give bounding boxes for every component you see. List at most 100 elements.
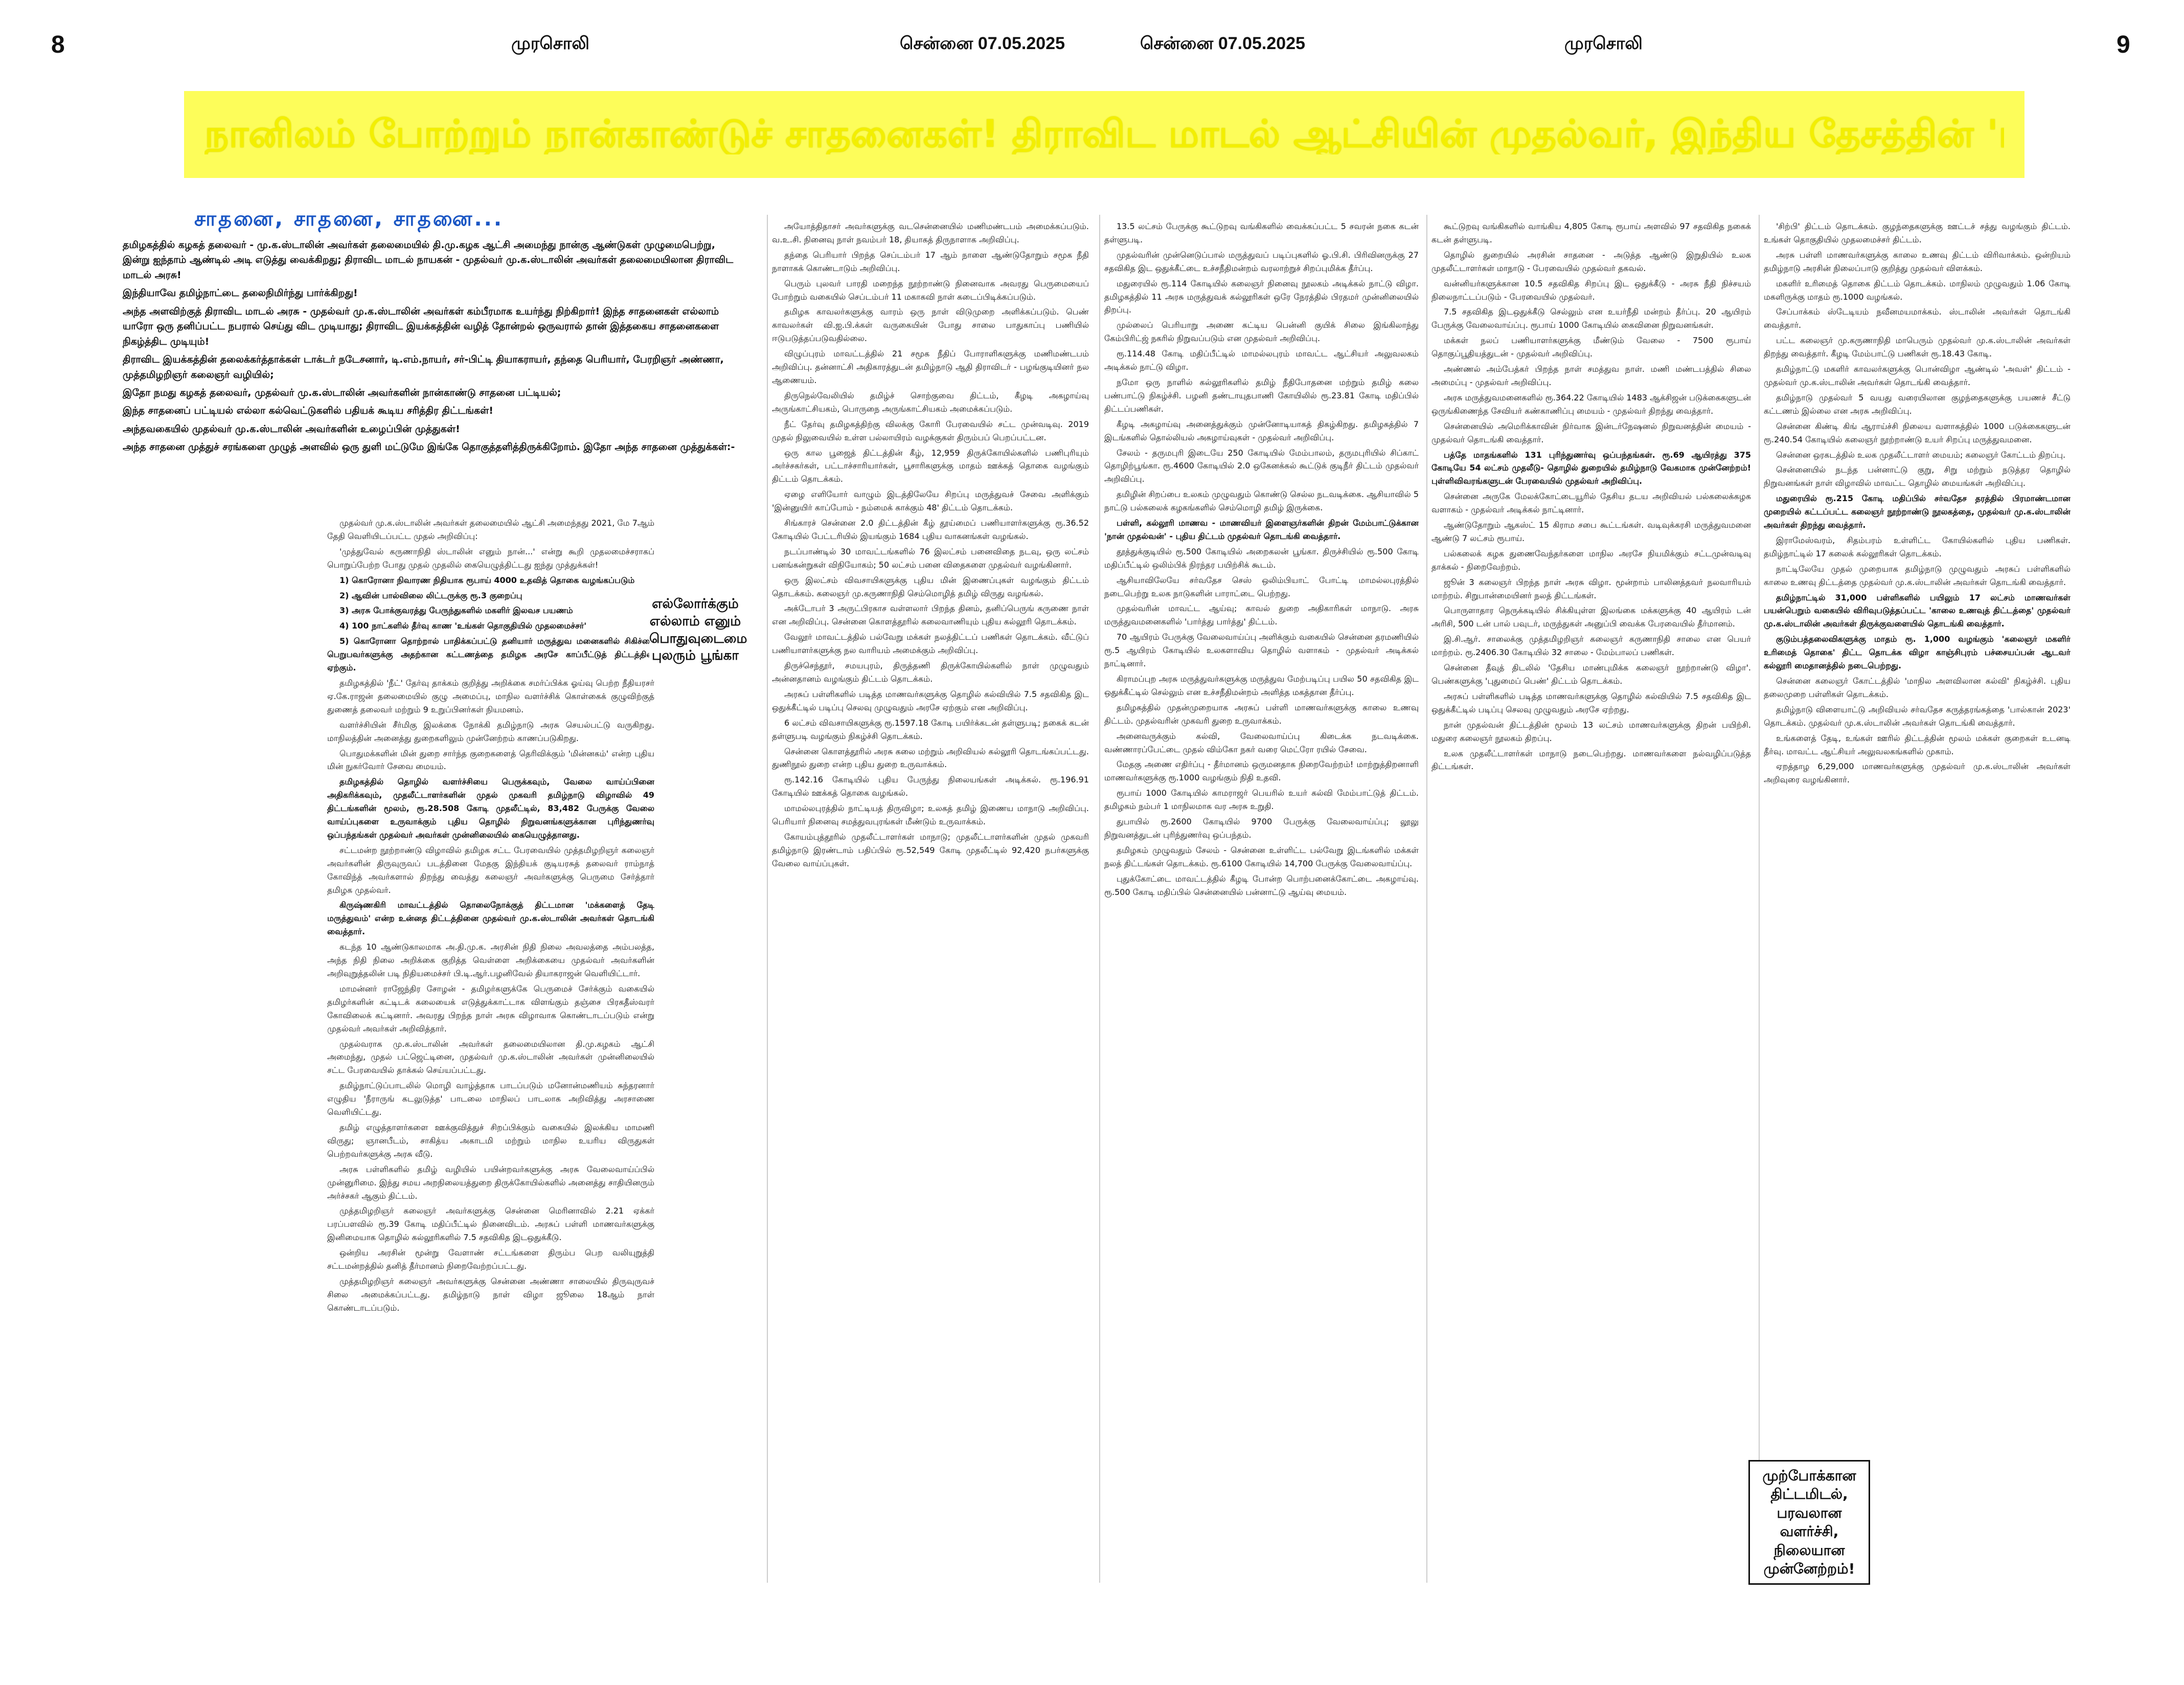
article-paragraph: மதுரையில் ரூ.114 கோடியில் கலைஞர் நினைவு …: [1104, 278, 1419, 315]
article-paragraph: சட்டமன்ற நூற்றாண்டு விழாவில் தமிழக சட்ட …: [327, 845, 654, 895]
intro-paragraph: திராவிட இயக்கத்தின் தலைக்கர்த்தாக்கள் டா…: [123, 354, 724, 380]
article-paragraph: 13.5 லட்சம் பேருக்கு கூட்டுறவு வங்கிகளில…: [1104, 221, 1419, 244]
article-column-4: கூட்டுறவு வங்கிகளில் வாங்கிய 4,805 கோடி …: [1431, 220, 1751, 1662]
article-paragraph: அயோத்திதாசர் அவர்களுக்கு வடசென்னையில் மண…: [772, 221, 1089, 244]
right-page-number: 9: [2117, 31, 2130, 58]
article-paragraph: சென்னை தீவுத் திடலில் 'தேசிய மாண்புமிக்க…: [1431, 663, 1751, 686]
article-paragraph: பள்ளி, கல்லூரி மாணவ - மாணவியர் இளைஞர்களி…: [1104, 518, 1419, 541]
left-page-number: 8: [51, 31, 65, 58]
article-paragraph: அரசு மருத்துவமனைகளில் ரூ.364.22 கோடியில்…: [1431, 392, 1751, 416]
article-paragraph: தமிழ்நாட்டுப்பாடலில் மொழி வாழ்த்தாக பாடப…: [327, 1081, 654, 1117]
article-paragraph: பொதுமக்களின் மின் துறை சார்ந்த குறைகளைத்…: [327, 748, 654, 772]
article-paragraph: அக்டோபர் 3 அருட்பிரகாச வள்ளலார் பிறந்த த…: [772, 603, 1089, 627]
article-paragraph: மதுரையில் ரூ.215 கோடி மதிப்பில் சர்வதேச …: [1764, 493, 2071, 530]
article-paragraph: தமிழகத்தில் முதன்முறையாக அரசுப் பள்ளி மா…: [1104, 702, 1419, 726]
article-paragraph: ஒரு இலட்சம் விவசாயிகளுக்கு புதிய மின் இண…: [772, 575, 1089, 598]
article-paragraph: அரசு பள்ளி மாணவர்களுக்கு காலை உணவு திட்ட…: [1764, 250, 2071, 273]
article-paragraph: தொழில் துறையில் அரசின் சாதனை - அடுத்த ஆண…: [1431, 250, 1751, 273]
sub-heading: சாதனை, சாதனை, சாதனை...: [194, 207, 504, 231]
article-paragraph: விழுப்புரம் மாவட்டத்தில் 21 சமூக நீதிப் …: [772, 349, 1089, 385]
article-paragraph: கோயம்புத்தூரில் முதலீட்டாளர்கள் மாநாடு; …: [772, 832, 1089, 868]
article-paragraph: பெரும் புலவர் பாரதி மறைந்த நூற்றாண்டு நி…: [772, 278, 1089, 302]
article-paragraph: ஜூன் 3 கலைஞர் பிறந்த நாள் அரசு விழா. மூன…: [1431, 577, 1751, 600]
article-paragraph: கிராமப்புற அரசு மருத்துவர்களுக்கு மருத்த…: [1104, 674, 1419, 697]
intro-paragraph: அந்த அளவிற்குத் திராவிட மாடல் அரசு - முத…: [123, 305, 719, 347]
article-paragraph: ஆண்டுதோறும் ஆகஸ்ட் 15 கிராம சபை கூட்டங்க…: [1431, 520, 1751, 543]
article-paragraph: நடப்பாண்டில் 30 மாவட்டங்களில் 76 இலட்சம்…: [772, 546, 1089, 570]
article-paragraph: தமிழகத்தில் 'நீட்' தேர்வு தாக்கம் குறித்…: [327, 678, 654, 714]
article-paragraph: துபாயில் ரூ.2600 கோடியில் 9700 பேருக்கு …: [1104, 817, 1419, 840]
article-paragraph: 2) ஆவின் பால்விலை லிட்டருக்கு ரூ.3 குறைப…: [339, 590, 522, 600]
article-column-1: முதல்வர் மு.க.ஸ்டாலின் அவர்கள் தலைமையில்…: [327, 516, 654, 1652]
intro-paragraph: அந்தவகையில் முதல்வர் மு.க.ஸ்டாலின் அவர்க…: [123, 423, 460, 435]
article-column-3: 13.5 லட்சம் பேருக்கு கூட்டுறவு வங்கிகளில…: [1104, 220, 1419, 1662]
article-paragraph: அரசுப் பள்ளிகளில் படித்த மாணவர்களுக்கு த…: [772, 689, 1089, 712]
article-paragraph: மக்கள் நலப் பணியாளர்களுக்கு மீண்டும் வேல…: [1431, 335, 1751, 359]
article-paragraph: தமிழகத்தில் தொழில் வளர்ச்சியை பெருக்கவும…: [327, 777, 654, 840]
article-paragraph: கடந்த 10 ஆண்டுகாலமாக அ.தி.மு.க. அரசின் ந…: [327, 942, 654, 978]
article-paragraph: ஏழை எளியோர் வாழும் இடத்திலேயே சிறப்பு மர…: [772, 489, 1089, 513]
article-paragraph: ஆசியாவிலேயே சர்வதேச செஸ் ஒலிம்பியாட் போட…: [1104, 575, 1419, 598]
article-paragraph: திருச்செந்தூர், சமயபுரம், திருத்தணி திரு…: [772, 661, 1089, 684]
right-date: சென்னை 07.05.2025: [1140, 34, 1306, 53]
article-paragraph: அனைவருக்கும் கல்வி, வேலைவாய்ப்பு கிடைக்க…: [1104, 731, 1419, 754]
article-paragraph: முத்தமிழறிஞர் கலைஞர் அவர்களுக்கு சென்னை …: [327, 1206, 654, 1243]
article-paragraph: வேலூர் மாவட்டத்தில் பல்வேறு மக்கள் நலத்த…: [772, 632, 1089, 656]
right-masthead: முரசொலி: [1564, 34, 1643, 53]
article-paragraph: சேப்பாக்கம் ஸ்டேடியம் நவீனமயமாக்கம். ஸ்ட…: [1764, 307, 2071, 330]
article-paragraph: முல்லைப் பெரியாறு அணை கட்டிய பென்னி குயி…: [1104, 320, 1419, 344]
article-paragraph: முதல்வர் மு.க.ஸ்டாலின் அவர்கள் தலைமையில்…: [327, 518, 654, 541]
pull-quote-left: எல்லோர்க்கும் எல்லாம் எனும் பொதுவுடைமை ப…: [649, 596, 747, 665]
article-paragraph: 6 லட்சம் விவசாயிகளுக்கு ரூ.1597.18 கோடி …: [772, 717, 1089, 741]
column-divider: [1426, 215, 1427, 1583]
left-masthead: முரசொலி: [511, 34, 589, 53]
article-paragraph: 3) அரசு போக்குவரத்து பேருந்துகளில் மகளிர…: [339, 605, 573, 616]
article-paragraph: முத்தமிழறிஞர் கலைஞர் அவர்களுக்கு சென்னை …: [327, 1276, 654, 1313]
article-paragraph: ரூ.114.48 கோடி மதிப்பீட்டில் மாமல்லபுரம்…: [1104, 349, 1419, 372]
article-paragraph: புதுக்கோட்டை மாவட்டத்தில் கீழடி போன்ற பொ…: [1104, 873, 1419, 897]
article-paragraph: 70 ஆயிரம் பேருக்கு வேலைவாய்ப்பு அளிக்கும…: [1104, 632, 1419, 669]
article-paragraph: இராமேஸ்வரம், சிதம்பரம் உள்ளிட்ட கோயில்கள…: [1764, 535, 2071, 558]
article-paragraph: ஏறத்தாழ 6,29,000 மாணவர்களுக்கு முதல்வர் …: [1764, 761, 2071, 785]
article-paragraph: தமிழ்நாடு முதல்வர் 5 வயது வரையிலான குழந்…: [1764, 392, 2071, 416]
intro-paragraph: இந்தியாவே தமிழ்நாட்டை தலைநிமிர்ந்து பார்…: [123, 287, 358, 299]
article-paragraph: பத்தே மாதங்களில் 131 புரிந்துணர்வு ஒப்பந…: [1431, 450, 1751, 486]
article-column-2: அயோத்திதாசர் அவர்களுக்கு வடசென்னையில் மண…: [772, 220, 1089, 1662]
intro-block: தமிழகத்தில் கழகத் தலைவர் - மு.க.ஸ்டாலின்…: [123, 238, 736, 458]
headline-banner: நானிலம் போற்றும் நான்காண்டுச் சாதனைகள்! …: [184, 91, 2024, 178]
article-paragraph: பட்ட கலைஞர் மு.கருணாநிதி மாபெரும் முதல்வ…: [1764, 335, 2071, 359]
article-paragraph: முதல்வரின் முன்னெடுப்பால் மருத்துவப் படி…: [1104, 250, 1419, 273]
article-paragraph: 1) கொரோனா நிவாரண நிதியாக ரூபாய் 4000 உதவ…: [339, 575, 635, 585]
headline: நானிலம் போற்றும் நான்காண்டுச் சாதனைகள்! …: [204, 115, 2004, 154]
article-paragraph: 'முத்துவேல் கருணாநிதி ஸ்டாலின் எனும் நான…: [327, 546, 654, 570]
article-paragraph: திருநெல்வேலியில் தமிழ்ச் சொற்குவை திட்டம…: [772, 390, 1089, 414]
article-paragraph: சென்னையில் அமெரிக்காவின் நிர்வாக இன்டர்ந…: [1431, 421, 1751, 444]
article-paragraph: தந்தை பெரியார் பிறந்த செப்டம்பர் 17 ஆம் …: [772, 250, 1089, 273]
article-paragraph: மாமல்லபுரத்தில் நாட்டியத் திருவிழா; உலகத…: [772, 803, 1089, 827]
article-paragraph: ரூ.142.16 கோடியில் புதிய பேருந்து நிலையங…: [772, 775, 1089, 798]
article-paragraph: 4) 100 நாட்களில் தீர்வு காண 'உங்கள் தொகு…: [339, 621, 587, 631]
article-paragraph: அரசு பள்ளிகளில் தமிழ் வழியில் பயின்றவர்க…: [327, 1164, 654, 1201]
article-paragraph: 7.5 சதவிகித இடஒதுக்கீடு செல்லும் என உயர்…: [1431, 307, 1751, 330]
article-paragraph: மாமன்னர் ராஜேந்திர சோழன் - தமிழர்களுக்கே…: [327, 983, 654, 1034]
article-paragraph: 5) கொரோனா தொற்றால் பாதிக்கப்பட்டு தனியார…: [327, 636, 654, 673]
article-paragraph: சென்னை கலைஞர் கோட்டத்தில் 'மாநில அளவிலான…: [1764, 676, 2071, 699]
article-paragraph: உலக முதலீட்டாளர்கள் மாநாடு நடைபெற்றது. ம…: [1431, 748, 1751, 772]
article-paragraph: தமிழின் சிறப்பை உலகம் முழுவதும் கொண்டு ச…: [1104, 489, 1419, 513]
intro-paragraph: அந்த சாதனை முத்துச் சரங்களை முழுத் அளவில…: [123, 441, 735, 453]
article-paragraph: தூத்துக்குடியில் ரூ.500 கோடியில் அறைகலன்…: [1104, 546, 1419, 570]
intro-paragraph: இதோ நமது கழகத் தலைவர், முதல்வர் மு.க.ஸ்ட…: [123, 387, 561, 398]
article-paragraph: நீட் தேர்வு தமிழகத்திற்கு விலக்கு கோரி ப…: [772, 419, 1089, 442]
article-paragraph: அண்ணல் அம்பேத்கர் பிறந்த நாள் சமத்துவ நா…: [1431, 364, 1751, 387]
left-date: சென்னை 07.05.2025: [900, 34, 1065, 53]
article-paragraph: தமிழகம் முழுவதும் சேலம் - சென்னை உள்ளிட்…: [1104, 845, 1419, 868]
page-header: 8 முரசொலி சென்னை 07.05.2025 சென்னை 07.05…: [0, 31, 2184, 77]
article-paragraph: தமிழக காவலர்களுக்கு வாரம் ஒரு நாள் விடும…: [772, 307, 1089, 344]
article-paragraph: தமிழ் எழுத்தாளர்களை ஊக்குவித்துச் சிறப்ப…: [327, 1122, 654, 1159]
article-paragraph: கிருஷ்ணகிரி மாவட்டத்தில் தொலைநோக்குத் தி…: [327, 900, 654, 937]
article-paragraph: முதல்வரின் மாவட்ட ஆய்வு; காவல் துறை அதிக…: [1104, 603, 1419, 627]
article-paragraph: மகளிர் உரிமைத் தொகை திட்டம் தொடக்கம். மா…: [1764, 278, 2071, 302]
article-paragraph: சென்னை கொளத்தூரில் அரசு கலை மற்றும் அறிவ…: [772, 746, 1089, 770]
pull-quote-right: முற்போக்கான திட்டமிடல், பரவலான வளர்ச்சி,…: [1748, 1460, 1870, 1585]
article-paragraph: சென்னை அருகே மேலக்கோட்டையூரில் தேசிய தடய…: [1431, 491, 1751, 515]
